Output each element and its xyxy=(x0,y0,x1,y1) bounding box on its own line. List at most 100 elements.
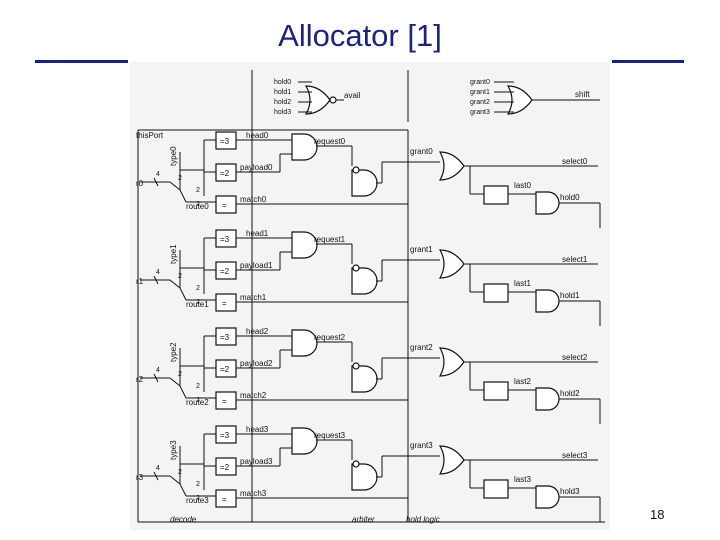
top-hold-label: hold3 xyxy=(274,109,291,116)
match-comparator-label: = xyxy=(222,397,227,406)
payload-label: payload0 xyxy=(240,163,273,172)
select-label: select1 xyxy=(562,255,588,264)
grant-or-gate xyxy=(438,445,465,475)
head-comparator-label: =3 xyxy=(220,235,230,244)
bus-width-label: 4 xyxy=(156,367,160,374)
route-label: route3 xyxy=(186,496,209,505)
grant-or-gate xyxy=(438,249,465,279)
route-label: route0 xyxy=(186,202,209,211)
request-and-gate xyxy=(291,231,318,259)
section-label-hold-logic: hold logic xyxy=(406,515,440,524)
grant-label: grant2 xyxy=(410,343,433,352)
payload-label: payload2 xyxy=(240,359,273,368)
match-label: match2 xyxy=(240,391,267,400)
head-label: head0 xyxy=(246,131,269,140)
last-label: last2 xyxy=(514,377,531,386)
head-comparator-label: =3 xyxy=(220,333,230,342)
frame-lines xyxy=(137,70,605,523)
type-label: type1 xyxy=(169,244,178,264)
payload-comparator-label: =2 xyxy=(220,169,230,178)
bus-width-label: 2 xyxy=(196,187,200,194)
last-flip-flop xyxy=(483,185,509,205)
top-hold-label: hold1 xyxy=(274,89,291,96)
type-label: type3 xyxy=(169,440,178,460)
grant-label: grant0 xyxy=(410,147,433,156)
hold-and-gate xyxy=(535,191,560,215)
top-grant-inputs: grant0 grant1 grant2 grant3 xyxy=(470,79,514,116)
bus-width-label: 2 xyxy=(196,285,200,292)
top-grant-label: grant2 xyxy=(470,99,490,106)
arbiter-and-gate xyxy=(351,463,378,491)
last-label: last1 xyxy=(514,279,531,288)
title-rule-right xyxy=(612,60,684,63)
bus-width-label: 2 xyxy=(196,397,200,404)
top-hold-label: hold2 xyxy=(274,99,291,106)
payload-comparator-label: =2 xyxy=(220,365,230,374)
top-grant-label: grant0 xyxy=(470,79,490,86)
hold-and-gate xyxy=(535,289,560,313)
bus-width-label: 4 xyxy=(156,269,160,276)
head-comparator-label: =3 xyxy=(220,137,230,146)
bus-width-label: 2 xyxy=(196,481,200,488)
hold-label: hold1 xyxy=(560,291,580,300)
port-label: r2 xyxy=(136,375,144,384)
type-label: type2 xyxy=(169,342,178,362)
hold-and-gate xyxy=(535,485,560,509)
match-label: match1 xyxy=(240,293,267,302)
payload-comparator-label: =2 xyxy=(220,267,230,276)
match-comparator-label: = xyxy=(222,299,227,308)
match-label: match3 xyxy=(240,489,267,498)
top-grant-label: grant1 xyxy=(470,89,490,96)
top-grant-label: grant3 xyxy=(470,109,490,116)
grant-or-gate xyxy=(438,347,465,377)
bus-width-label: 2 xyxy=(196,299,200,306)
title-rule-left xyxy=(35,60,128,63)
select-label: select2 xyxy=(562,353,588,362)
section-label-decode: decode xyxy=(170,515,197,524)
request-label: request0 xyxy=(314,137,346,146)
head-comparator-label: =3 xyxy=(220,431,230,440)
last-label: last0 xyxy=(514,181,531,190)
match-comparator-label: = xyxy=(222,201,227,210)
shift-or-gate xyxy=(506,85,600,115)
head-label: head3 xyxy=(246,425,269,434)
type-label: type0 xyxy=(169,146,178,166)
last-flip-flop xyxy=(483,283,509,303)
last-flip-flop xyxy=(483,381,509,401)
bus-width-label: 2 xyxy=(196,495,200,502)
allocator-block: =3=2=r34222type3route3head3payload3match… xyxy=(136,425,601,522)
bus-width-label: 2 xyxy=(196,383,200,390)
bus-width-label: 2 xyxy=(178,273,182,280)
head-label: head2 xyxy=(246,327,269,336)
last-label: last3 xyxy=(514,475,531,484)
port-label: r1 xyxy=(136,277,144,286)
route-label: route2 xyxy=(186,398,209,407)
arbiter-and-gate xyxy=(351,169,378,197)
select-label: select0 xyxy=(562,157,588,166)
bus-width-label: 2 xyxy=(178,371,182,378)
allocator-block: =3=2=r04222type0route0head0payload0match… xyxy=(136,131,601,228)
select-label: select3 xyxy=(562,451,588,460)
request-label: request1 xyxy=(314,235,346,244)
arbiter-and-gate xyxy=(351,365,378,393)
slide-title: Allocator [1] xyxy=(278,18,442,53)
request-and-gate xyxy=(291,427,318,455)
last-flip-flop xyxy=(483,479,509,499)
port-label: r3 xyxy=(136,473,144,482)
shift-label: shift xyxy=(575,90,590,99)
grant-label: grant1 xyxy=(410,245,433,254)
grant-label: grant3 xyxy=(410,441,433,450)
arbiter-and-gate xyxy=(351,267,378,295)
grant-or-gate xyxy=(438,151,465,181)
allocator-schematic: avail shift thisPort hold0hold1hold2hold… xyxy=(130,62,610,530)
hold-and-gate xyxy=(535,387,560,411)
this-port-label: thisPort xyxy=(136,131,164,140)
port-label: r0 xyxy=(136,179,144,188)
hold-label: hold3 xyxy=(560,487,580,496)
avail-label: avail xyxy=(344,91,361,100)
page-number: 18 xyxy=(650,507,665,522)
bus-width-label: 2 xyxy=(178,175,182,182)
bus-width-label: 2 xyxy=(196,201,200,208)
match-comparator-label: = xyxy=(222,495,227,504)
